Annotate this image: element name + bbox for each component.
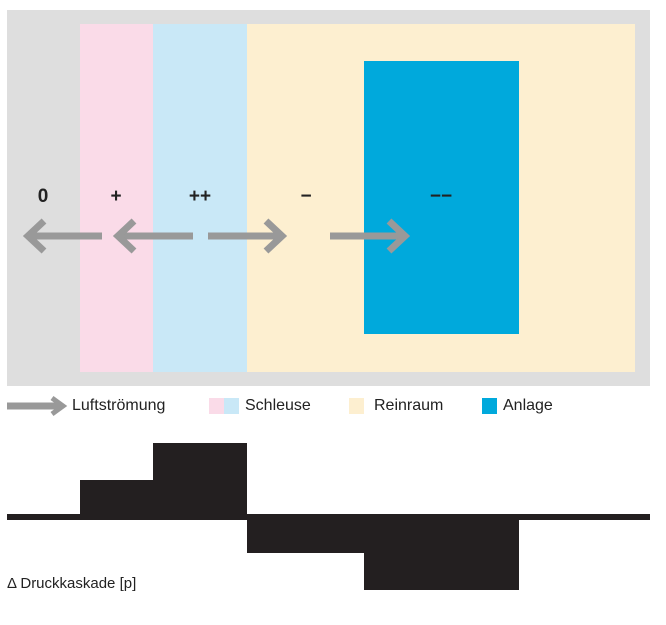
level-label-lock1: +	[110, 186, 122, 207]
legend-airflow: Luftströmung	[72, 397, 166, 414]
lock-zone-1	[80, 24, 153, 372]
bar-lock1	[80, 480, 153, 517]
legend-swatch-lock-pink	[209, 398, 224, 414]
level-label-outside: 0	[37, 186, 49, 207]
legend-arrow-icon	[7, 395, 68, 417]
legend-swatch-cleanroom	[349, 398, 364, 414]
airflow-arrow-icon	[330, 218, 411, 254]
airflow-arrow-icon	[112, 218, 193, 254]
legend-swatch-lock-blue	[224, 398, 239, 414]
bar-cleanroom	[247, 517, 364, 553]
lock-zone-2	[153, 24, 247, 372]
level-label-equipment: −−	[429, 186, 453, 207]
airflow-arrow-icon	[22, 218, 102, 254]
legend-equipment: Anlage	[503, 397, 553, 414]
level-label-cleanroom: −	[300, 186, 312, 207]
legend-swatch-equipment	[482, 398, 497, 414]
legend-cleanroom: Reinraum	[374, 397, 444, 414]
bar-lock2	[153, 443, 247, 517]
level-label-lock2: ++	[188, 186, 212, 207]
chart-label: Δ Druckkaskade [p]	[7, 575, 137, 592]
pressure-cascade-chart	[7, 443, 650, 590]
equipment-zone	[364, 61, 519, 334]
legend-lock: Schleuse	[245, 397, 311, 414]
airflow-arrow-icon	[208, 218, 288, 254]
bar-equipment	[364, 517, 519, 590]
